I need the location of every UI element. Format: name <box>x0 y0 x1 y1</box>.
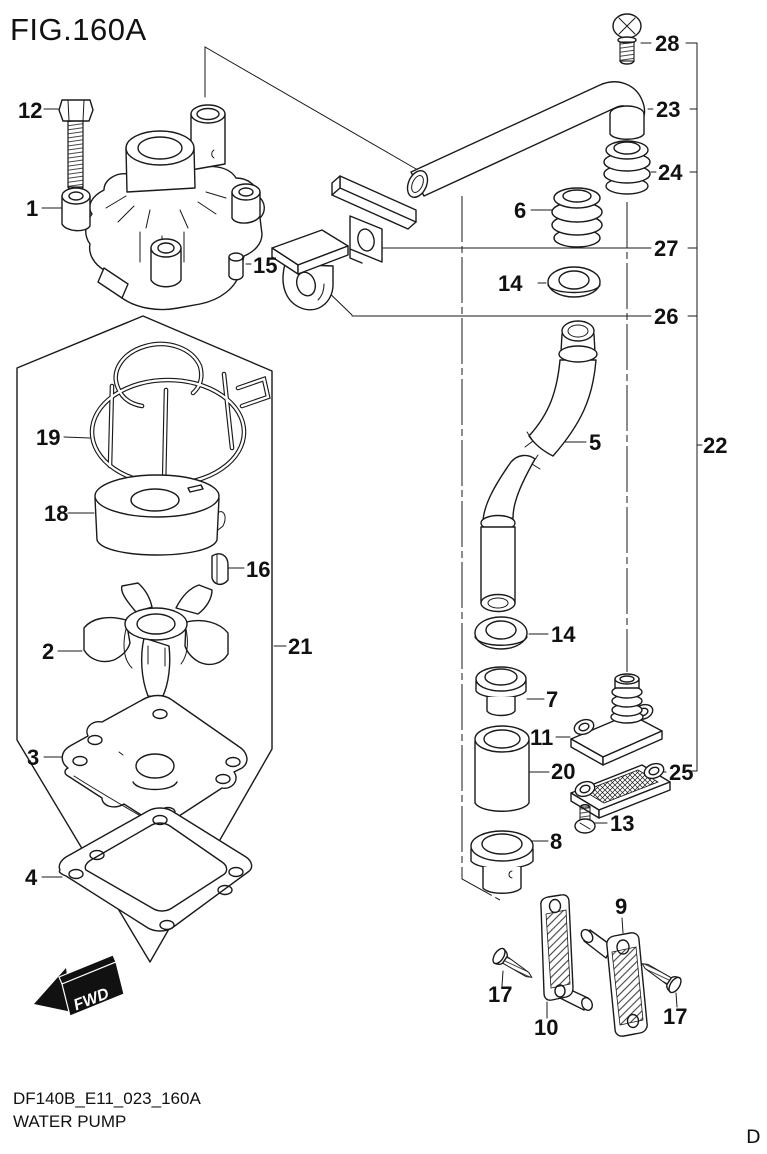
page-letter: D <box>746 1126 761 1148</box>
callout-7: 7 <box>546 687 558 712</box>
part-1-water-pump-case <box>61 104 265 311</box>
part-17-screw-left <box>492 947 533 978</box>
case-boss-front <box>150 238 182 288</box>
callout-27: 27 <box>654 236 678 261</box>
callout-24: 24 <box>658 160 683 185</box>
part-27-clamp-bracket <box>331 175 417 264</box>
callout-8: 8 <box>550 829 562 854</box>
callout-26: 26 <box>654 304 678 329</box>
callout-20: 20 <box>551 759 575 784</box>
part-13-screw <box>574 804 596 834</box>
part-6-grommet <box>551 187 603 248</box>
callout-labels: 12 1 15 28 23 24 6 27 14 26 5 22 19 18 1… <box>18 31 727 1040</box>
part-5-water-tube <box>480 320 598 613</box>
callout-14-lower: 14 <box>551 622 576 647</box>
part-11-mount <box>570 673 663 766</box>
centerlines <box>461 196 628 901</box>
part-10-strainer <box>540 894 593 1011</box>
callout-11: 11 <box>530 725 553 750</box>
callout-13: 13 <box>610 811 634 836</box>
callout-15: 15 <box>253 253 277 278</box>
callout-19: 19 <box>36 425 60 450</box>
part-3-plate <box>61 694 248 824</box>
callout-17-right: 17 <box>663 1004 687 1029</box>
callout-16: 16 <box>246 557 270 582</box>
callout-1: 1 <box>26 196 38 221</box>
part-7-bushing <box>475 666 527 717</box>
part-28-screw <box>612 13 642 65</box>
part-9-strainer <box>580 928 648 1037</box>
callout-4: 4 <box>25 865 38 890</box>
callout-21: 21 <box>288 634 312 659</box>
callout-6: 6 <box>514 198 526 223</box>
part-26-clamp-bracket <box>271 229 349 311</box>
callout-5: 5 <box>589 430 601 455</box>
callout-14-upper: 14 <box>498 271 523 296</box>
callout-2: 2 <box>42 639 54 664</box>
part-12-bolt <box>58 99 94 192</box>
part-25-grate <box>570 762 671 819</box>
callout-12: 12 <box>18 98 42 123</box>
part-19-wire-retainer <box>89 341 271 489</box>
leader-lines <box>41 42 698 1019</box>
callout-9: 9 <box>615 894 627 919</box>
callout-17-left: 17 <box>488 982 512 1007</box>
part-14-washer-upper <box>547 266 601 298</box>
diagram-title: WATER PUMP <box>13 1112 126 1131</box>
callout-28: 28 <box>655 31 679 56</box>
diagram-code: DF140B_E11_023_160A <box>13 1089 201 1108</box>
part-24-grommet <box>603 140 651 195</box>
figure-title: FIG.160A <box>10 12 147 47</box>
part-17-screw-right <box>641 963 682 994</box>
part-2-impeller <box>83 582 229 699</box>
part-16-key <box>211 553 229 585</box>
case-neck <box>125 130 196 193</box>
callout-25: 25 <box>669 760 693 785</box>
case-outlet-tube <box>190 104 226 171</box>
part-4-gasket <box>58 807 253 932</box>
callout-18: 18 <box>44 501 68 526</box>
case-boss-right <box>231 183 261 224</box>
callout-3: 3 <box>27 745 39 770</box>
part-20-sleeve <box>474 725 530 812</box>
part-15-dowel-pin <box>228 252 244 281</box>
part-14-washer-lower <box>474 616 528 650</box>
callout-10: 10 <box>534 1015 558 1040</box>
callout-rail-22 <box>696 42 703 772</box>
fwd-direction-flag: FWD <box>34 954 125 1017</box>
group-box-21 <box>16 315 273 963</box>
part-18-cup <box>94 474 226 556</box>
part-8-bushing <box>470 830 534 894</box>
callout-23: 23 <box>656 97 680 122</box>
case-boss-left <box>61 187 91 232</box>
part-23-water-pipe <box>406 81 646 199</box>
callout-22: 22 <box>703 433 727 458</box>
